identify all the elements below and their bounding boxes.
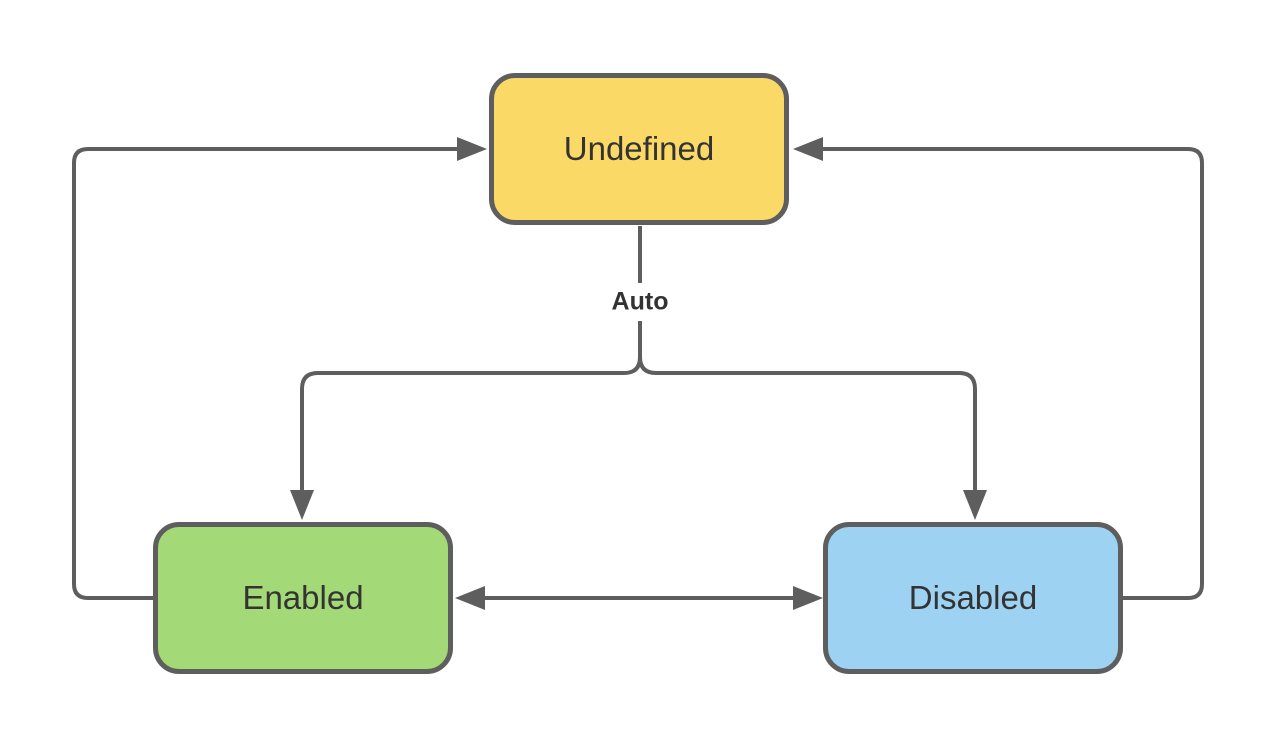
arrowhead-into-undefined-left (457, 137, 487, 161)
edge-undefined-to-enabled (300, 356, 642, 492)
edge-enabled-to-undefined (72, 147, 458, 600)
edge-undefined-to-disabled (638, 356, 977, 492)
node-disabled: Disabled (823, 522, 1123, 674)
node-undefined-label: Undefined (563, 130, 715, 167)
arrowhead-into-enabled-right (455, 586, 485, 610)
arrowhead-into-enabled-top (290, 490, 314, 520)
node-undefined: Undefined (489, 73, 789, 225)
node-disabled-label: Disabled (908, 579, 1038, 616)
arrowhead-into-disabled-left (793, 586, 823, 610)
arrowhead-into-undefined-right (793, 137, 823, 161)
edge-disabled-to-undefined (822, 147, 1204, 600)
node-enabled-label: Enabled (242, 579, 364, 616)
node-enabled: Enabled (153, 522, 453, 674)
edge-label-auto: Auto (606, 286, 674, 318)
arrowhead-into-disabled-top (963, 490, 987, 520)
